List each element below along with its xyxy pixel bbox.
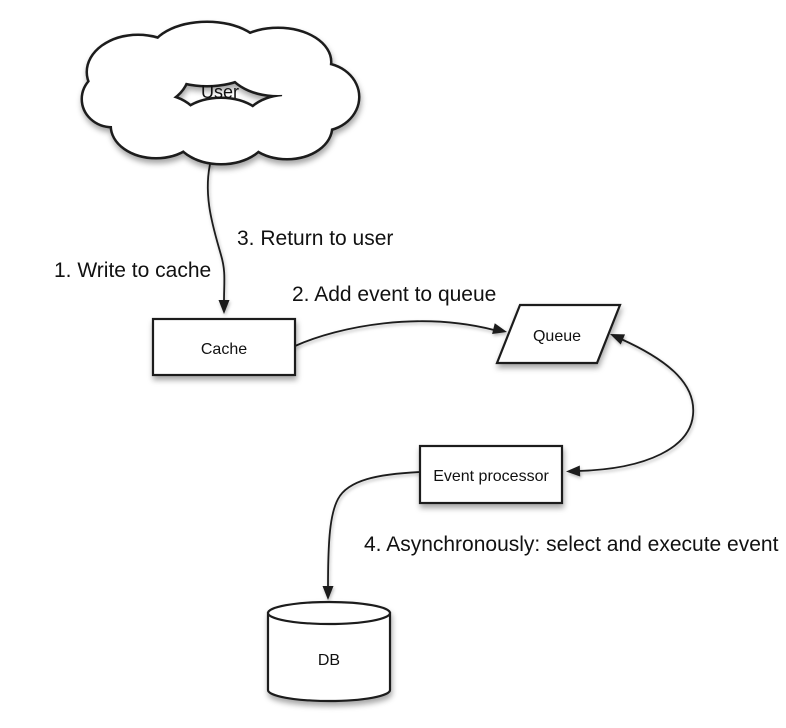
edge-queue-event-processor xyxy=(577,338,695,472)
arrowhead-into-cache-icon xyxy=(218,300,230,314)
event-processor-box xyxy=(418,444,564,505)
edge-user-to-cache xyxy=(206,159,226,303)
arrowhead-into-db-icon xyxy=(322,586,334,600)
edges-layer xyxy=(206,159,695,600)
queue-parallelogram xyxy=(495,303,622,365)
step-label-4: 4. Asynchronously: select and execute ev… xyxy=(364,533,779,556)
cache-box xyxy=(151,317,297,377)
cache-label: Cache xyxy=(201,341,247,358)
queue-label: Queue xyxy=(533,328,581,345)
edge-cache-to-queue xyxy=(294,320,495,347)
db-label: DB xyxy=(318,652,340,669)
event-processor-label: Event processor xyxy=(433,468,549,485)
arrowhead-into-event-processor-icon xyxy=(566,465,581,477)
step-label-3: 3. Return to user xyxy=(237,227,393,250)
user-cloud xyxy=(80,20,361,166)
user-label: User xyxy=(201,82,239,102)
edge-event-processor-to-db xyxy=(327,471,421,589)
arrowhead-into-queue-right-icon xyxy=(610,334,626,345)
db-cylinder xyxy=(266,600,392,703)
arrowhead-into-queue-left-icon xyxy=(492,323,507,334)
step-label-2: 2. Add event to queue xyxy=(292,283,496,306)
step-label-1: 1. Write to cache xyxy=(54,259,211,282)
